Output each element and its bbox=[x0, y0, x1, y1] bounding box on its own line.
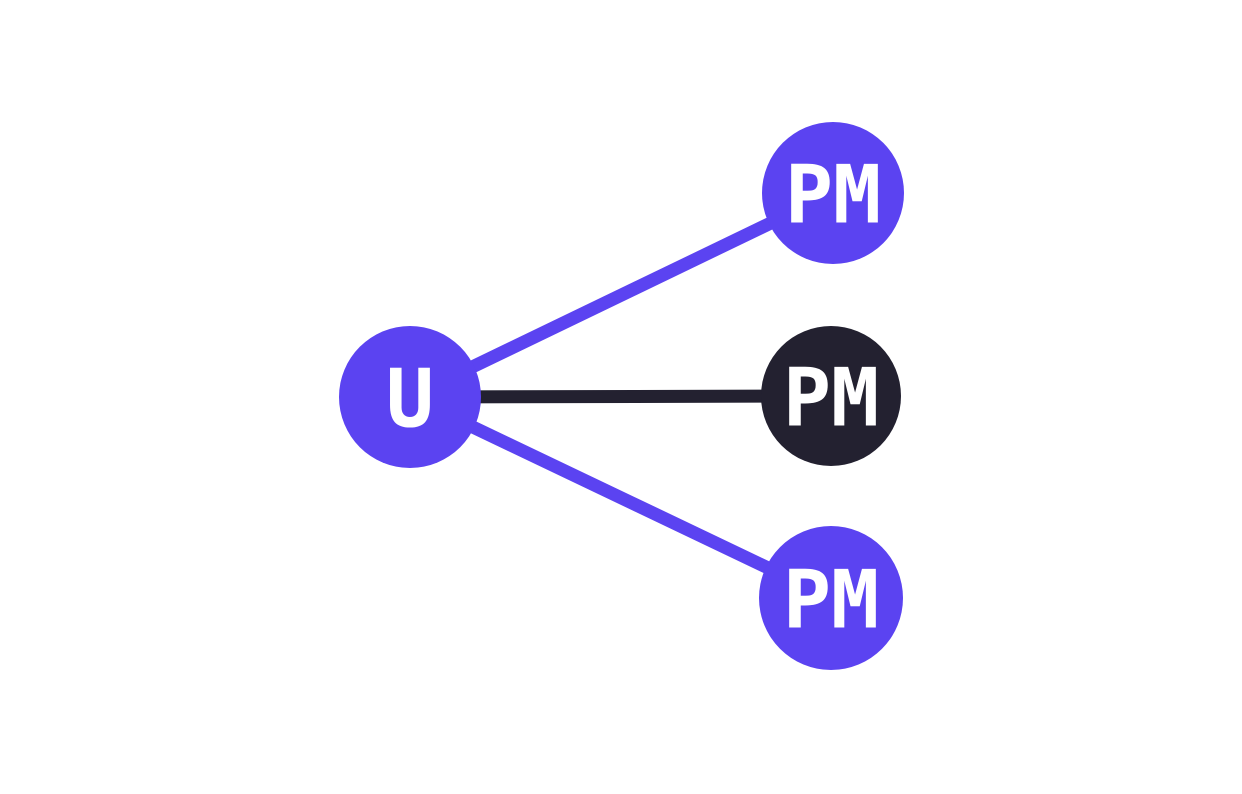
node-u-label: U bbox=[386, 353, 434, 446]
node-pm-middle-circle bbox=[761, 326, 901, 466]
node-pm-top-circle bbox=[762, 122, 904, 264]
edge-u-to-pm-bottom bbox=[407, 391, 834, 604]
node-u-circle bbox=[339, 326, 481, 468]
node-pm-bottom-circle bbox=[759, 526, 903, 670]
node-pm-middle-label: PM bbox=[783, 352, 879, 445]
edge-u-to-pm-top bbox=[407, 187, 836, 403]
node-pm-bottom-label: PM bbox=[783, 554, 879, 647]
node-pm-top-label: PM bbox=[785, 149, 881, 242]
